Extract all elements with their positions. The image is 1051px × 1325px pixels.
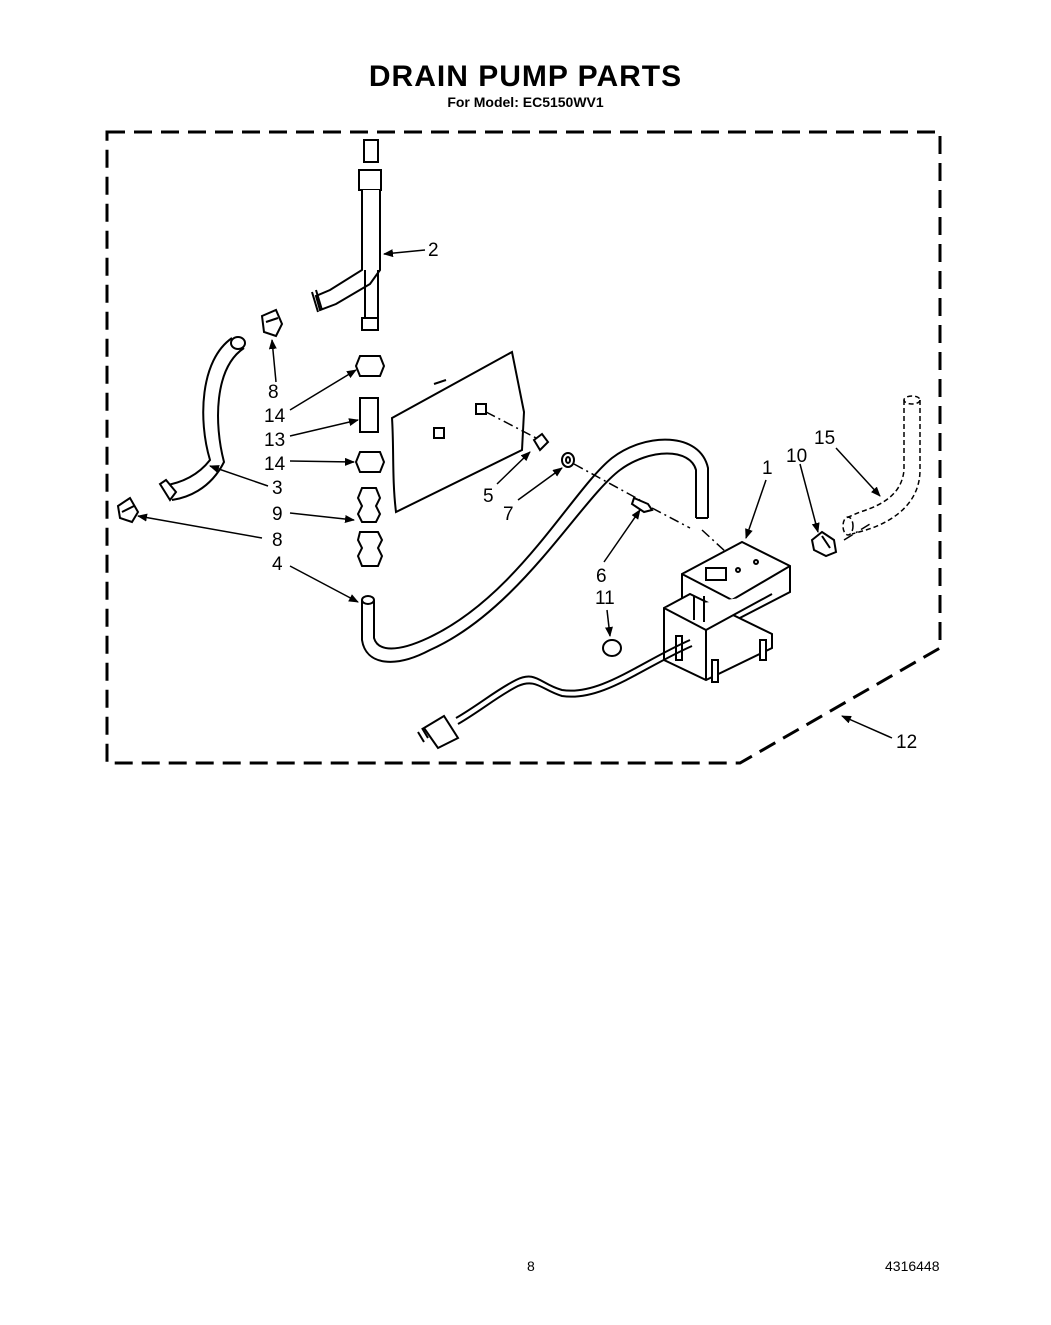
callout-15: 15 (814, 428, 835, 449)
lower-hose-clamp (116, 496, 140, 524)
alignment-lines (485, 411, 871, 553)
external-drain-hose (842, 395, 921, 536)
leader-lines (137, 249, 893, 739)
callout-14-lower: 14 (264, 454, 286, 475)
callout-8-lower: 8 (272, 530, 283, 551)
callout-4: 4 (272, 554, 283, 575)
document-number: 4316448 (885, 1258, 940, 1274)
callout-13: 13 (264, 430, 285, 451)
assembly-boundary (105, 130, 942, 765)
callout-11: 11 (595, 588, 615, 609)
small-hardware (532, 432, 654, 514)
power-cord (455, 639, 693, 725)
callout-9: 9 (272, 504, 283, 525)
callout-2: 2 (428, 240, 439, 261)
model-subtitle: For Model: EC5150WV1 (447, 94, 604, 110)
long-drain-hose (361, 438, 709, 663)
center-fitting-stack (354, 355, 386, 567)
callout-12: 12 (896, 732, 917, 753)
drain-pump (663, 540, 791, 683)
upper-drain-hose (311, 139, 382, 331)
callout-6: 6 (596, 566, 607, 587)
page-number: 8 (527, 1258, 535, 1274)
callout-3: 3 (272, 478, 283, 499)
callout-7: 7 (503, 504, 514, 525)
callout-1: 1 (762, 458, 773, 479)
outlet-fitting (810, 530, 838, 558)
callout-5: 5 (483, 486, 494, 507)
upper-hose-clamp (260, 308, 284, 338)
power-plug (417, 714, 460, 750)
callout-8-upper: 8 (268, 382, 279, 403)
page-title: DRAIN PUMP PARTS (368, 60, 683, 93)
grommet (602, 639, 622, 657)
mounting-panel (390, 350, 526, 514)
drain-hose-curved (158, 336, 246, 502)
callout-10: 10 (786, 446, 807, 467)
callout-14-upper: 14 (264, 406, 286, 427)
